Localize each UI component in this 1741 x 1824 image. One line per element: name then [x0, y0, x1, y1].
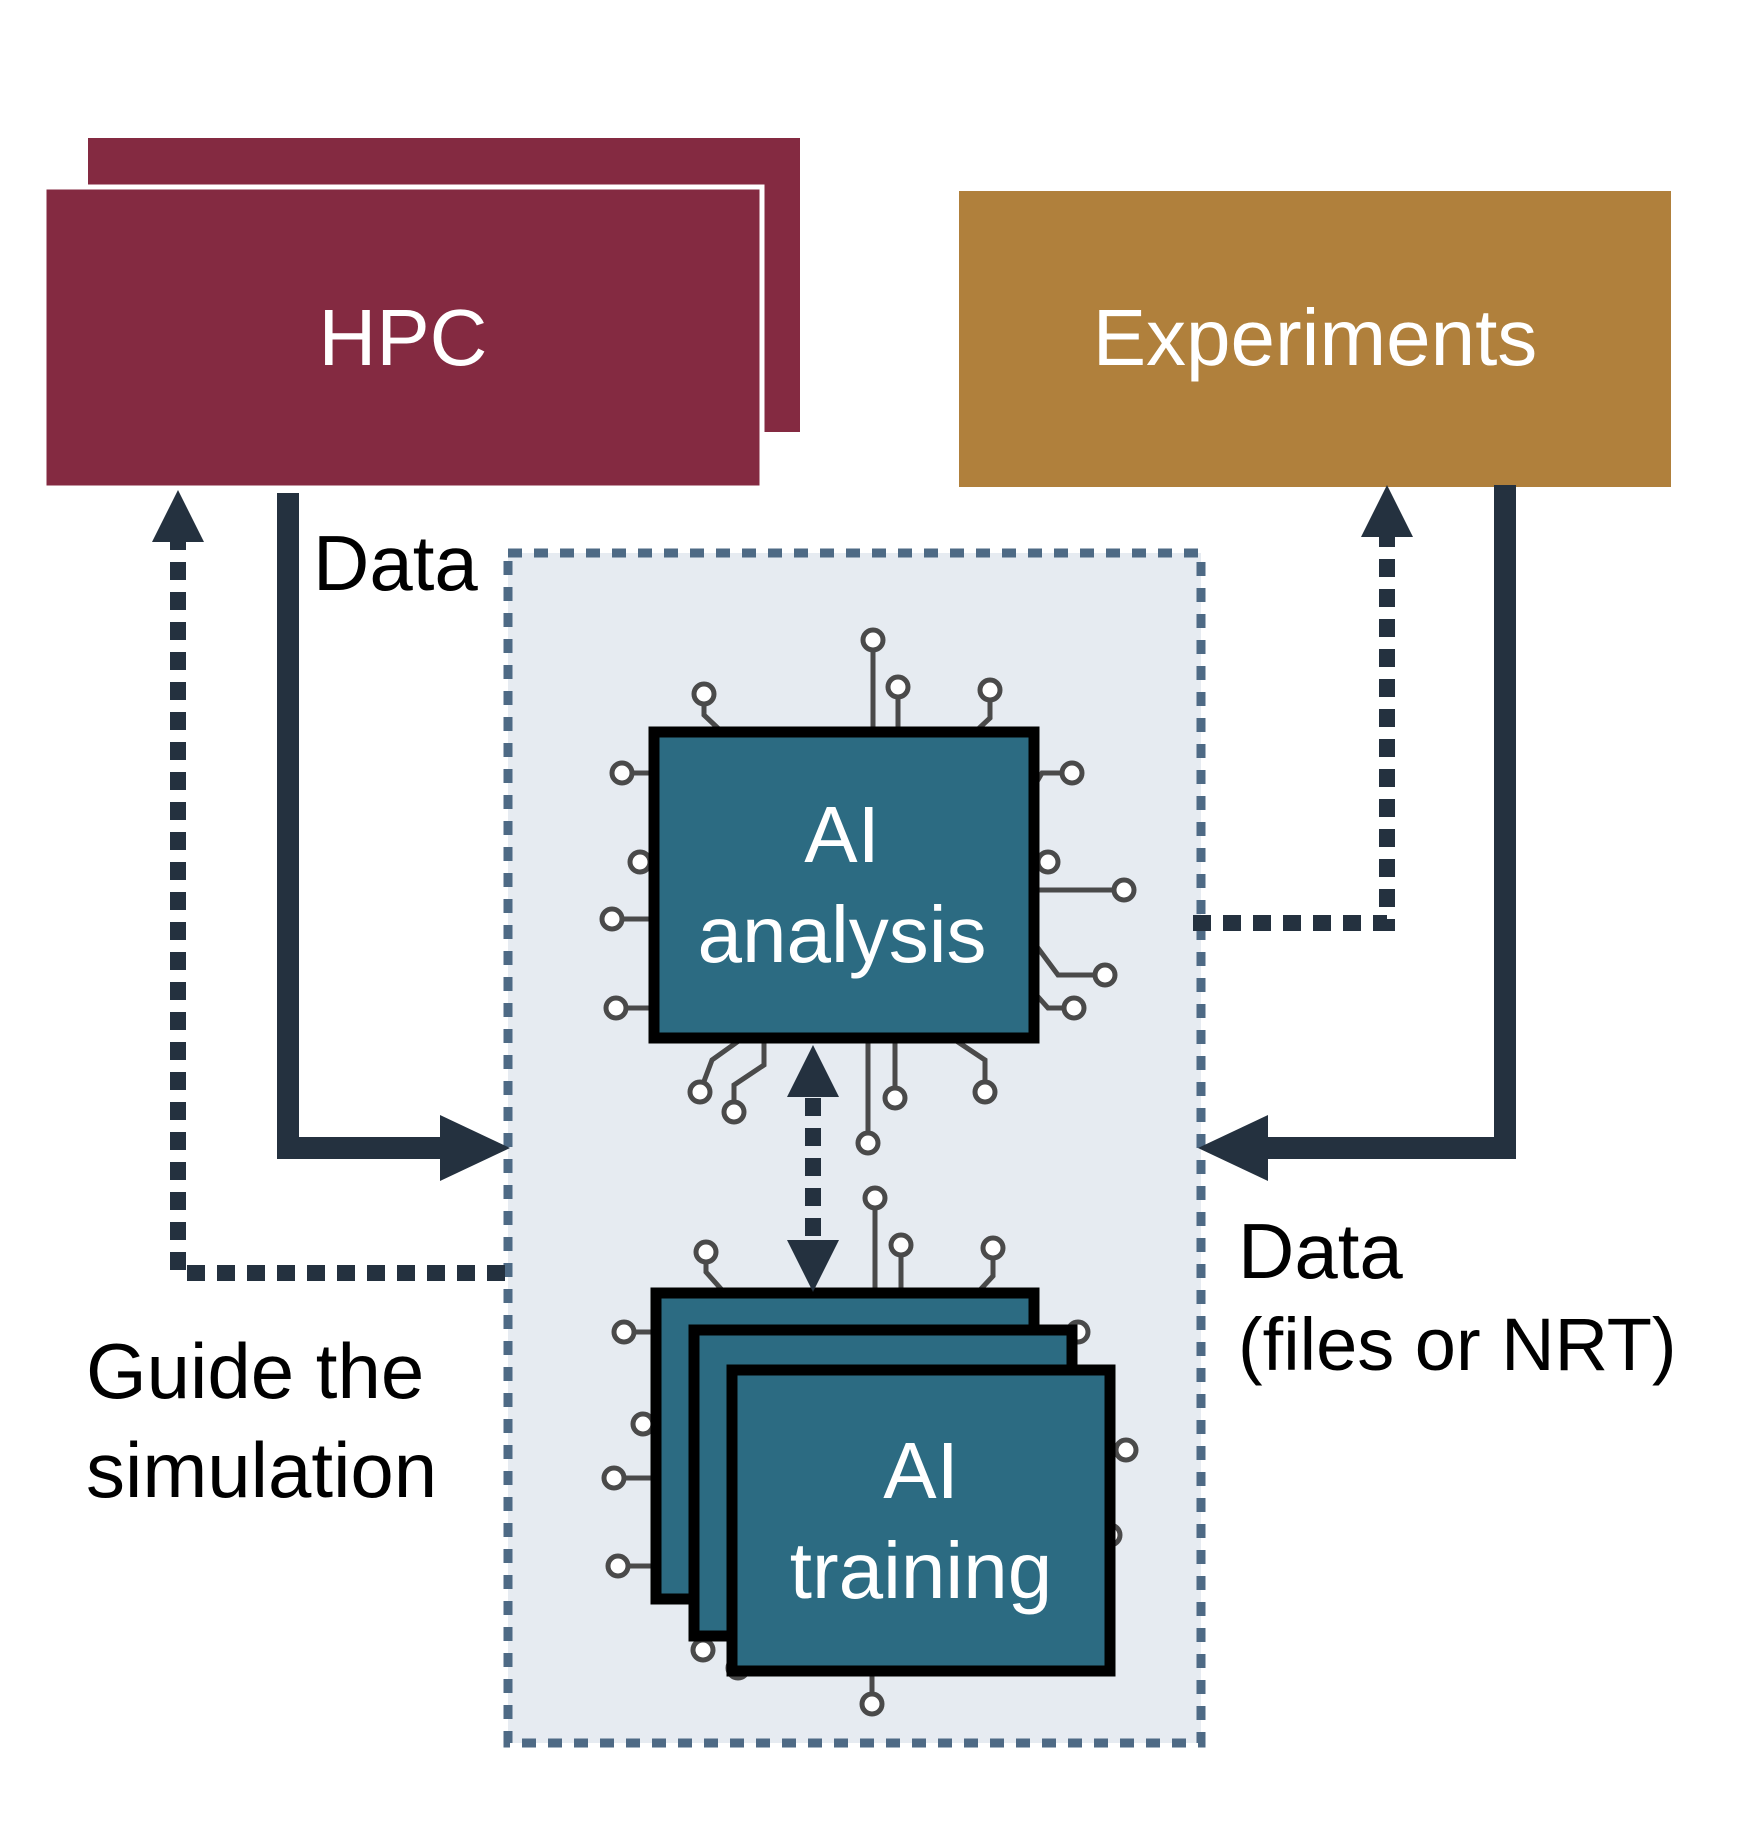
- hpc-data-arrow: [277, 493, 510, 1181]
- guide-label-line1: Guide the: [86, 1327, 424, 1415]
- ai-training-line2: training: [790, 1526, 1052, 1615]
- analysis-to-experiments-arrow: [1193, 485, 1413, 931]
- experiments-box: [959, 191, 1671, 487]
- ai-training-node[interactable]: AI training: [650, 1287, 1116, 1677]
- ai-analysis-node[interactable]: AI analysis: [648, 726, 1040, 1044]
- guide-label-line2: simulation: [86, 1426, 437, 1514]
- experiments-data-label: Data: [1238, 1207, 1403, 1295]
- hpc-node[interactable]: HPC: [41, 138, 800, 491]
- analysis-training-arrow: [787, 1045, 839, 1292]
- ai-training-line1: AI: [883, 1426, 959, 1515]
- experiments-data-sublabel: (files or NRT): [1238, 1303, 1677, 1386]
- experiments-node[interactable]: Experiments: [959, 191, 1671, 487]
- ai-analysis-line1: AI: [804, 790, 880, 879]
- guide-simulation-arrow: [152, 490, 505, 1281]
- ai-analysis-chip: [648, 726, 1040, 1044]
- hpc-box: [41, 184, 765, 491]
- hpc-data-label: Data: [313, 519, 478, 607]
- experiments-data-arrow: [1198, 485, 1516, 1181]
- hpc-label: HPC: [319, 293, 488, 382]
- ai-analysis-line2: analysis: [697, 890, 986, 979]
- ai-training-chip-front: [726, 1364, 1116, 1677]
- experiments-label: Experiments: [1093, 293, 1538, 382]
